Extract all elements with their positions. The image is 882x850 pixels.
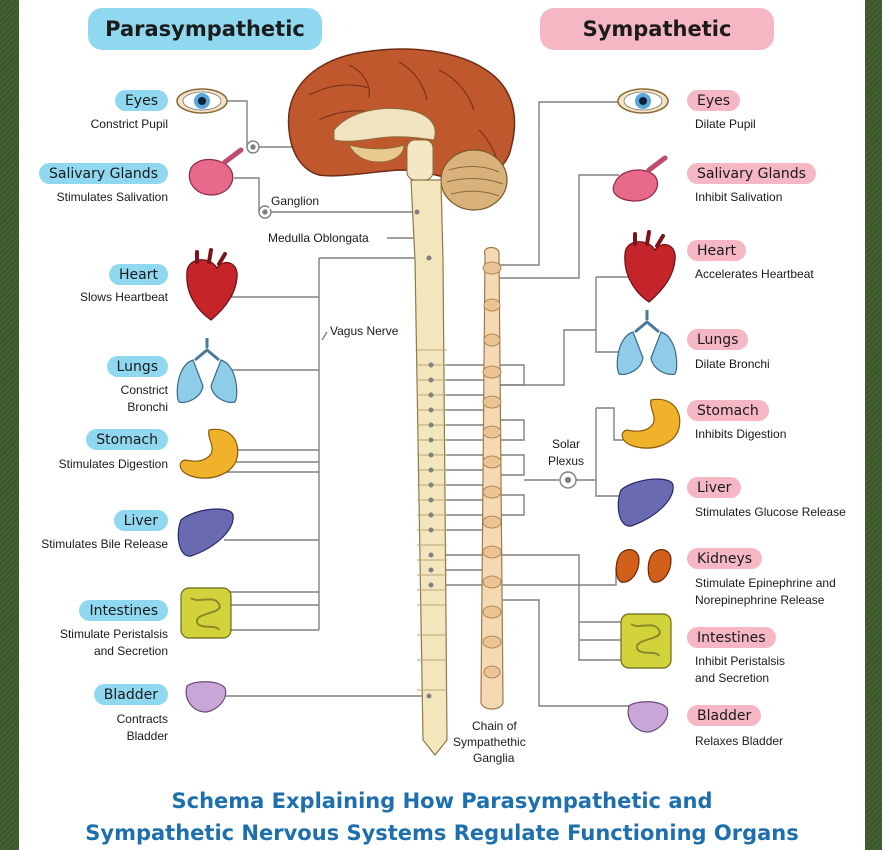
para-stomach-desc: Stimulates Digestion (59, 456, 168, 473)
intestines-icon-left (181, 588, 231, 638)
para-intestines-desc-1: Stimulate Peristalsis (60, 626, 168, 643)
sympathetic-header: Sympathetic (540, 8, 774, 50)
bladder-icon-right (628, 702, 668, 732)
para-heart-desc: Slows Heartbeat (80, 289, 168, 306)
symp-kidneys-label: Kidneys (687, 548, 762, 569)
ganglion-label: Ganglion (269, 193, 321, 209)
caption-line-1: Schema Explaining How Parasympathetic an… (19, 786, 865, 816)
para-salivary-desc: Stimulates Salivation (57, 189, 168, 206)
symp-liver-desc: Stimulates Glucose Release (695, 504, 846, 521)
symp-liver-label: Liver (687, 477, 741, 498)
stomach-icon-right (622, 399, 680, 448)
symp-kidneys-desc-2: Norepinephrine Release (695, 592, 824, 609)
heart-icon-right (625, 232, 675, 302)
bladder-icon-left (186, 682, 226, 712)
para-bladder-desc-1: Contracts (117, 711, 168, 728)
symp-heart-desc: Accelerates Heartbeat (695, 266, 814, 283)
spinal-cord (411, 180, 447, 755)
salivary-gland-icon-right (613, 158, 665, 201)
para-salivary-label: Salivary Glands (39, 163, 168, 184)
symp-bladder-desc: Relaxes Bladder (695, 733, 783, 750)
para-lungs-desc-2: Bronchi (127, 399, 168, 416)
liver-icon-right (618, 479, 673, 526)
chain-label-2: Sympathethic (451, 734, 528, 750)
medulla-oblongata-label: Medulla Oblongata (266, 230, 371, 246)
stomach-icon-left (180, 429, 238, 478)
symp-stomach-label: Stomach (687, 400, 769, 421)
para-liver-label: Liver (114, 510, 168, 531)
liver-icon-left (178, 509, 233, 556)
symp-eyes-desc: Dilate Pupil (695, 116, 756, 133)
symp-intestines-desc-2: and Secretion (695, 670, 769, 687)
sympathetic-chain (481, 248, 503, 710)
symp-eyes-label: Eyes (687, 90, 740, 111)
para-intestines-label: Intestines (79, 600, 168, 621)
chain-label-1: Chain of (470, 718, 519, 734)
solar-plexus-label-1: Solar (550, 436, 582, 452)
para-lungs-desc-1: Constrict (121, 382, 168, 399)
lungs-icon-right (617, 310, 677, 374)
symp-salivary-desc: Inhibit Salivation (695, 189, 782, 206)
eye-icon-right (618, 89, 668, 113)
symp-heart-label: Heart (687, 240, 746, 261)
symp-bladder-label: Bladder (687, 705, 761, 726)
kidneys-icon-right (616, 550, 671, 583)
para-eyes-label: Eyes (115, 90, 168, 111)
para-intestines-desc-2: and Secretion (94, 643, 168, 660)
para-lungs-label: Lungs (107, 356, 168, 377)
symp-intestines-label: Intestines (687, 627, 776, 648)
heart-icon-left (187, 250, 237, 320)
eye-icon-left (177, 89, 227, 113)
para-stomach-label: Stomach (86, 429, 168, 450)
para-liver-desc: Stimulates Bile Release (41, 536, 168, 553)
caption-line-2: Sympathetic Nervous Systems Regulate Fun… (19, 818, 865, 848)
chain-label-3: Ganglia (471, 750, 516, 766)
para-bladder-label: Bladder (94, 684, 168, 705)
symp-lungs-desc: Dilate Bronchi (695, 356, 770, 373)
para-bladder-desc-2: Bladder (127, 728, 168, 745)
brain-illustration (289, 49, 515, 210)
lungs-icon-left (177, 338, 237, 402)
symp-lungs-label: Lungs (687, 329, 748, 350)
symp-kidneys-desc-1: Stimulate Epinephrine and (695, 575, 836, 592)
salivary-gland-icon-left (189, 150, 241, 195)
symp-intestines-desc-1: Inhibit Peristalsis (695, 653, 785, 670)
diagram-canvas: Parasympathetic Sympathetic Eyes Constri… (19, 0, 865, 850)
vagus-nerve-label: Vagus Nerve (328, 323, 400, 339)
solar-plexus-label-2: Plexus (546, 453, 586, 469)
para-eyes-desc: Constrict Pupil (91, 116, 168, 133)
para-heart-label: Heart (109, 264, 168, 285)
parasympathetic-header: Parasympathetic (88, 8, 322, 50)
symp-salivary-label: Salivary Glands (687, 163, 816, 184)
symp-stomach-desc: Inhibits Digestion (695, 426, 786, 443)
intestines-icon-right (621, 614, 671, 668)
